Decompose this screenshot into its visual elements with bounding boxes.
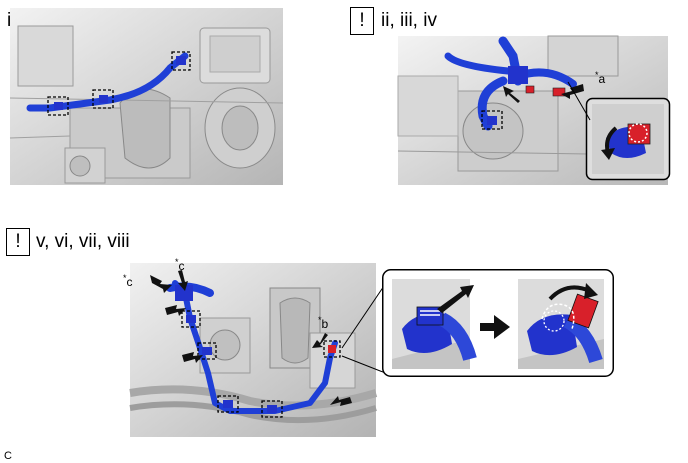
hose	[26, 52, 189, 112]
clamp-marker	[323, 340, 341, 358]
caution-icon: !	[350, 7, 374, 35]
callout-c-2: *c	[175, 257, 185, 273]
clamp-marker	[47, 96, 69, 116]
inset-leader-lines	[341, 279, 389, 375]
arrow-right-icon	[480, 315, 510, 339]
step-label-v-viii: v, vi, vii, viii	[36, 231, 130, 252]
detail-inset-step-v-viii	[382, 269, 614, 377]
callout-a: *a	[595, 70, 606, 86]
caution-icon: !	[6, 228, 30, 256]
detail-inset-step-ii-iv	[585, 97, 671, 181]
step-label-i: i	[7, 10, 12, 31]
engine-illustration-step-v-viii	[129, 263, 378, 437]
step-label-ii-iv: ii, iii, iv	[381, 10, 437, 31]
clamp-marker	[261, 400, 283, 418]
figure-code: C	[4, 450, 12, 462]
clamp-marker	[197, 342, 217, 360]
inset-leader-line	[567, 81, 591, 121]
clamp-marker	[217, 395, 239, 413]
engine-illustration-step-i	[9, 8, 284, 185]
clamp-marker	[481, 110, 503, 130]
clamp-marker	[181, 310, 201, 328]
clamp-marker	[171, 51, 191, 71]
callout-b: *b	[318, 315, 329, 331]
callout-c-1: *c	[123, 273, 133, 289]
clamp-marker	[92, 89, 114, 109]
